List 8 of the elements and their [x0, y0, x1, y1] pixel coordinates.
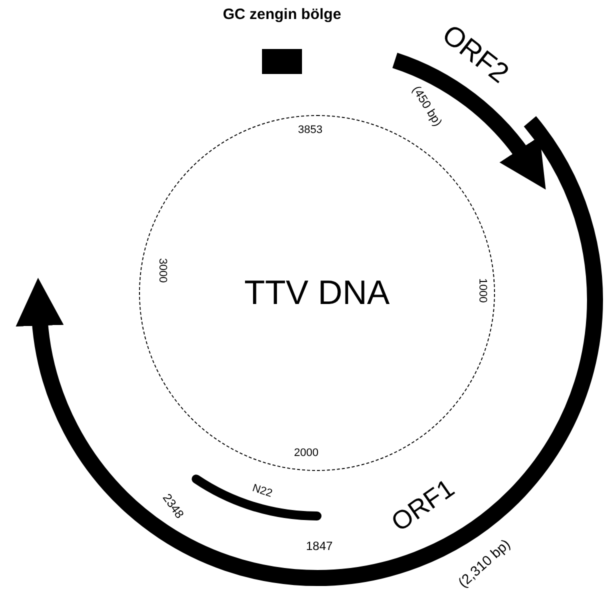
- region-label: GC zengin bölge: [222, 5, 342, 25]
- map-label: N22: [250, 483, 274, 500]
- map-label: 1000: [476, 278, 488, 303]
- map-label: 3000: [156, 258, 168, 283]
- map-label: 1847: [306, 540, 333, 552]
- genome-title: TTV DNA: [244, 276, 390, 310]
- map-label: 2000: [294, 448, 318, 459]
- map-label: 3853: [298, 125, 322, 136]
